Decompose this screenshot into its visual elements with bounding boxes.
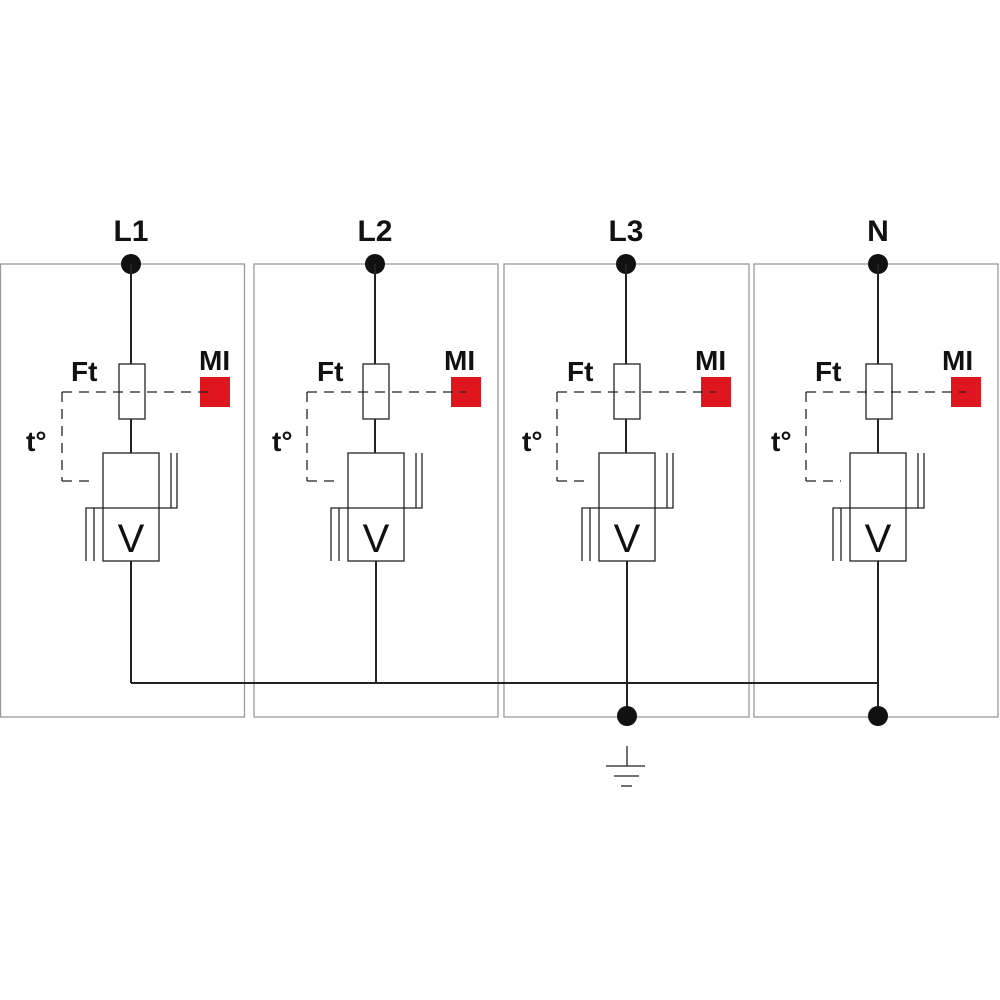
indicator-label: MI [942,345,973,376]
indicator-label: MI [444,345,475,376]
module-housing-1 [0,263,246,718]
indicator-label: MI [199,345,230,376]
module-1: L1 Ft MI t° V [26,215,230,683]
terminal-label: L2 [357,215,392,248]
module-3: L3 Ft MI t° V [522,215,731,716]
thermal-label: t° [771,426,792,457]
fuse-label: Ft [71,356,97,387]
terminal-label: L3 [608,215,643,248]
earth-ground-icon [606,746,645,787]
varistor-label: V [614,517,641,561]
module-housing-4 [753,263,999,718]
terminal-label: L1 [113,215,148,248]
varistor-label: V [118,517,145,561]
varistor-icon [330,452,423,562]
thermal-label: t° [522,426,543,457]
module-2: L2 Ft MI t° V [272,215,481,683]
varistor-label: V [363,517,390,561]
fuse-label: Ft [317,356,343,387]
varistor-label: V [865,517,892,561]
fuse-label: Ft [567,356,593,387]
terminal-label: N [867,215,889,248]
module-4: N Ft MI t° V [771,215,981,716]
fuse-label: Ft [815,356,841,387]
thermal-label: t° [272,426,293,457]
thermal-label: t° [26,426,47,457]
n-output-terminal-dot [868,706,888,726]
indicator-label: MI [695,345,726,376]
pe-output-terminal-dot [617,706,637,726]
